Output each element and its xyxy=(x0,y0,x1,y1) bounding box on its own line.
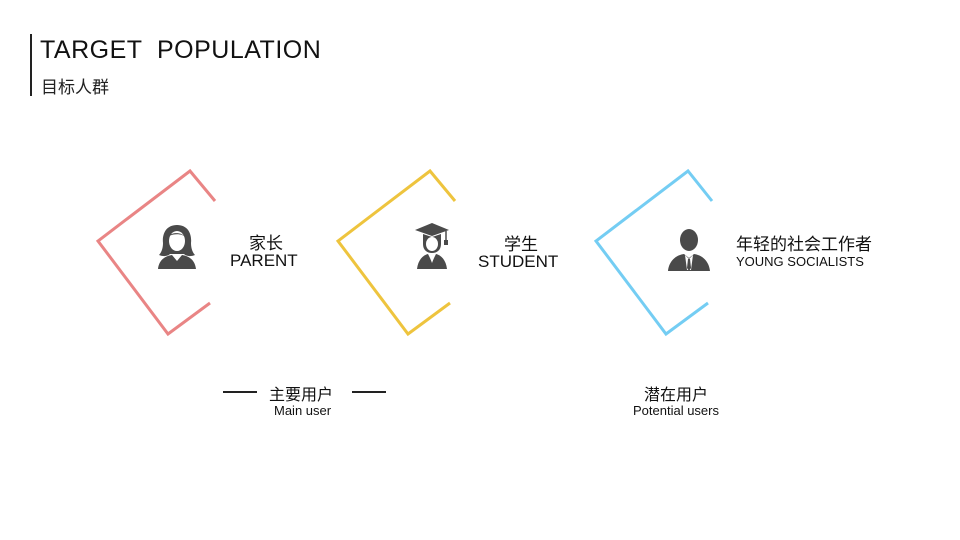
diamond-frame-parent xyxy=(95,168,217,337)
diamond-frame-student xyxy=(335,168,457,337)
card-student-label-en: STUDENT xyxy=(478,252,559,271)
main-user-label-zh: 主要用户 xyxy=(269,387,334,404)
graduate-icon xyxy=(415,223,449,269)
potential-users-label-zh: 潜在用户 xyxy=(644,387,709,404)
page-title: TARGET POPULATION xyxy=(40,36,322,64)
potential-users-label-en: Potential users xyxy=(633,403,719,418)
main-user-label-en: Main user xyxy=(274,403,332,418)
card-young-socialists-label-en: YOUNG SOCIALISTS xyxy=(736,254,864,269)
woman-icon xyxy=(158,225,196,269)
diamond-frame-young-socialists xyxy=(593,168,714,337)
main-user-left-dash xyxy=(223,391,257,393)
main-user-right-dash xyxy=(352,391,386,393)
card-parent-label-en: PARENT xyxy=(230,251,298,270)
card-student-label-zh: 学生 xyxy=(504,235,538,254)
card-young-socialists-label-zh: 年轻的社会工作者 xyxy=(736,235,872,254)
card-parent-label-zh: 家长 xyxy=(249,234,283,253)
title-accent-bar xyxy=(30,34,32,96)
page-subtitle: 目标人群 xyxy=(41,78,109,97)
businessman-icon xyxy=(668,229,710,271)
